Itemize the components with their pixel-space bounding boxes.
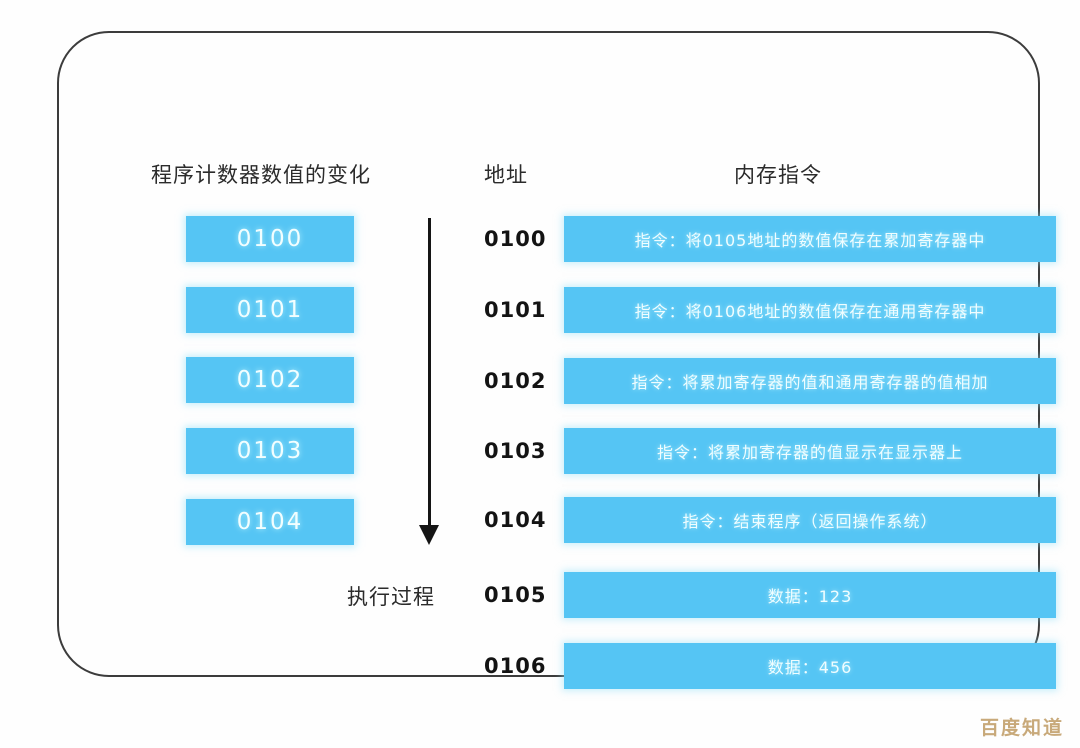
memory-row: 0104 指令：结束程序（返回操作系统） xyxy=(484,497,1056,543)
memory-content-label: 指令：将0105地址的数值保存在累加寄存器中 xyxy=(634,231,986,250)
memory-content-bar: 数据：123 xyxy=(564,572,1056,618)
memory-address-label: 0102 xyxy=(484,369,547,393)
execution-flow-arrowhead-icon xyxy=(419,525,439,545)
column-header-address: 地址 xyxy=(484,163,528,187)
pc-value-label: 0103 xyxy=(236,438,304,464)
diagram-card: 程序计数器数值的变化 地址 内存指令 0100 0101 0102 0103 0… xyxy=(57,31,1056,689)
pc-value-box: 0102 xyxy=(186,357,354,403)
memory-address-label: 0104 xyxy=(484,508,547,532)
memory-row: 0103 指令：将累加寄存器的值显示在显示器上 xyxy=(484,428,1056,474)
memory-content-label: 数据：123 xyxy=(767,587,853,606)
pc-value-box: 0101 xyxy=(186,287,354,333)
memory-address-label: 0101 xyxy=(484,298,547,322)
memory-content-label: 指令：结束程序（返回操作系统） xyxy=(682,512,938,531)
memory-row: 0101 指令：将0106地址的数值保存在通用寄存器中 xyxy=(484,287,1056,333)
memory-row: 0102 指令：将累加寄存器的值和通用寄存器的值相加 xyxy=(484,358,1056,404)
pc-value-box: 0100 xyxy=(186,216,354,262)
memory-content-bar: 数据：456 xyxy=(564,643,1056,689)
pc-value-label: 0104 xyxy=(236,509,304,535)
column-header-memory-instruction: 内存指令 xyxy=(734,163,822,187)
memory-row: 0100 指令：将0105地址的数值保存在累加寄存器中 xyxy=(484,216,1056,262)
memory-address-label: 0105 xyxy=(484,583,547,607)
memory-row: 0105 数据：123 xyxy=(484,572,1056,618)
memory-content-bar: 指令：将累加寄存器的值显示在显示器上 xyxy=(564,428,1056,474)
memory-content-label: 指令：将累加寄存器的值和通用寄存器的值相加 xyxy=(631,373,989,392)
memory-content-bar: 指令：将0105地址的数值保存在累加寄存器中 xyxy=(564,216,1056,262)
execution-flow-label: 执行过程 xyxy=(347,585,435,609)
pc-value-label: 0101 xyxy=(236,297,304,323)
watermark-label: 百度知道 xyxy=(979,717,1064,739)
memory-content-bar: 指令：结束程序（返回操作系统） xyxy=(564,497,1056,543)
memory-content-label: 指令：将0106地址的数值保存在通用寄存器中 xyxy=(634,302,986,321)
pc-value-box: 0104 xyxy=(186,499,354,545)
pc-value-box: 0103 xyxy=(186,428,354,474)
pc-value-label: 0100 xyxy=(236,226,304,252)
execution-flow-arrow-icon xyxy=(428,218,431,531)
pc-value-label: 0102 xyxy=(236,367,304,393)
memory-content-label: 数据：456 xyxy=(767,658,853,677)
memory-address-label: 0100 xyxy=(484,227,547,251)
memory-row: 0106 数据：456 xyxy=(484,643,1056,689)
column-header-program-counter: 程序计数器数值的变化 xyxy=(151,163,371,187)
memory-address-label: 0106 xyxy=(484,654,547,678)
memory-content-bar: 指令：将0106地址的数值保存在通用寄存器中 xyxy=(564,287,1056,333)
memory-address-label: 0103 xyxy=(484,439,547,463)
memory-content-label: 指令：将累加寄存器的值显示在显示器上 xyxy=(656,443,963,462)
memory-content-bar: 指令：将累加寄存器的值和通用寄存器的值相加 xyxy=(564,358,1056,404)
